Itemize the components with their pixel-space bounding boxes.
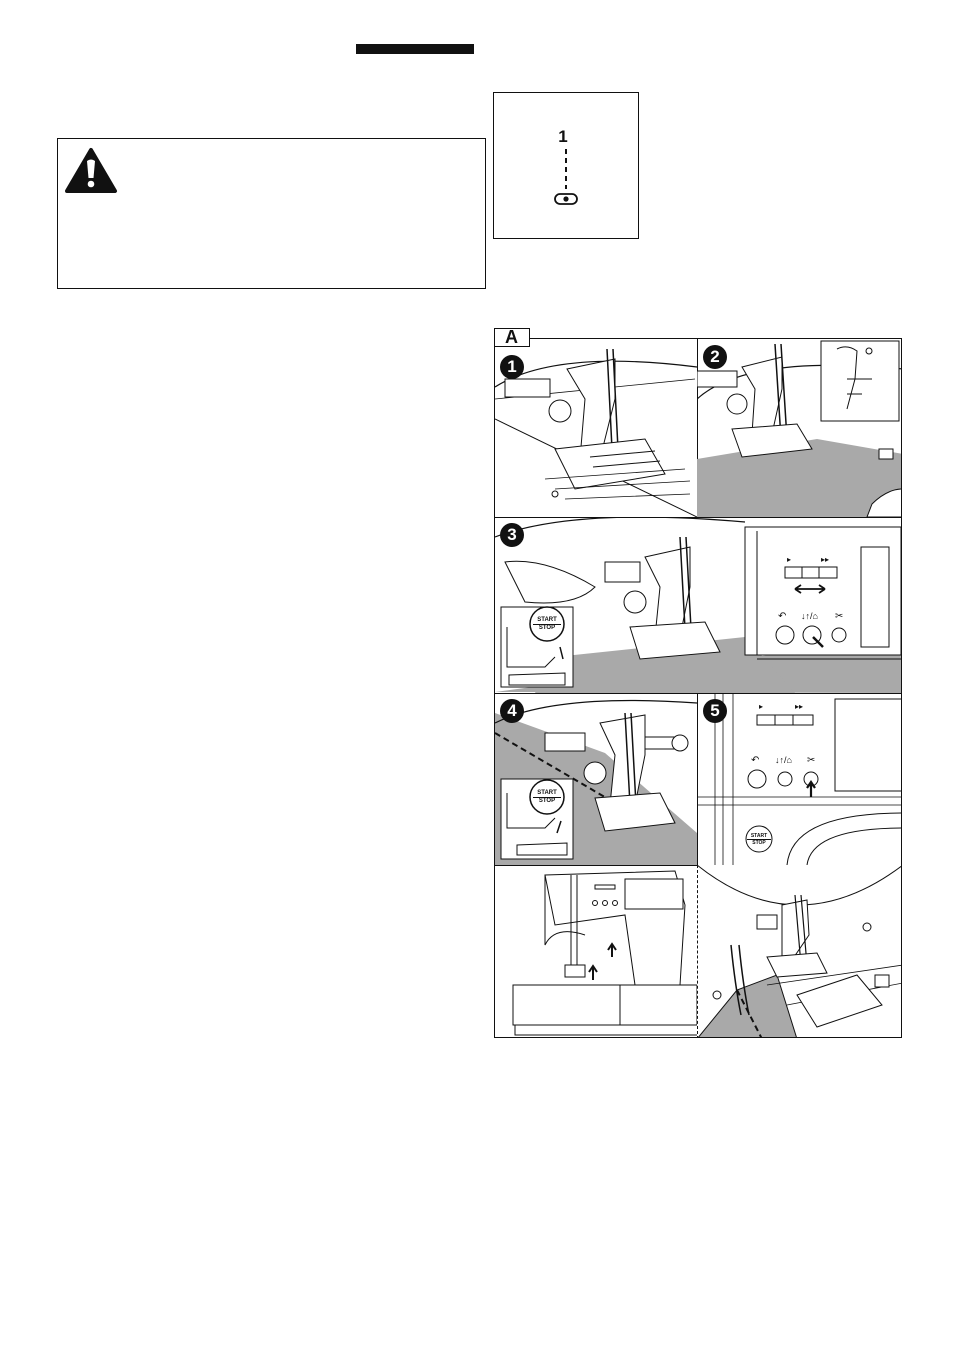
section-title-bar	[356, 44, 474, 54]
step-2-panel: 2	[697, 339, 901, 518]
speed-slow-icon: ▸	[787, 555, 792, 564]
stop-sewing-illustration	[495, 699, 697, 865]
start-label: START	[537, 790, 557, 796]
start-sewing-illustration	[495, 517, 901, 693]
step-4-panel: 4 START STOP	[495, 693, 698, 866]
start-label: START	[750, 833, 768, 839]
needle-up-down-icon: ↓↑/⌂	[801, 611, 818, 621]
presser-foot-illustration	[495, 348, 697, 517]
warning-triangle-icon	[64, 147, 118, 200]
step-3-panel: 3 START STOP ▸ ▸▸ ↶ ↓↑/⌂ ✂	[495, 517, 901, 694]
start-label: START	[537, 617, 557, 623]
speed-fast-icon: ▸▸	[795, 702, 804, 711]
speed-slow-icon: ▸	[759, 702, 764, 711]
straight-stitch-icon	[554, 149, 578, 205]
thread-cutter-icon: ✂	[807, 755, 816, 766]
raise-presser-foot-illustration	[512, 870, 697, 1036]
speed-fast-icon: ▸▸	[821, 555, 830, 564]
warning-box	[57, 138, 486, 289]
step-7-panel	[697, 865, 901, 1037]
step-2-badge: 2	[703, 345, 727, 369]
thread-cutter-illustration	[697, 693, 901, 865]
reverse-stitch-icon: ↶	[751, 755, 760, 766]
start-stop-button: START STOP	[533, 790, 561, 805]
stop-label: STOP	[533, 624, 561, 632]
step-6-panel	[495, 865, 698, 1037]
step-1-badge: 1	[500, 355, 524, 379]
stitch-number: 1	[558, 127, 568, 146]
needle-up-down-icon: ↓↑/⌂	[775, 755, 792, 765]
fabric-under-foot-illustration	[697, 340, 901, 517]
start-stop-button: START STOP	[533, 617, 561, 632]
figure-label: A	[494, 328, 530, 347]
reverse-stitch-icon: ↶	[778, 611, 787, 622]
stop-label: STOP	[533, 797, 561, 805]
thread-cutter-icon: ✂	[835, 611, 844, 622]
figure-a: 1 2	[494, 338, 902, 1038]
step-1-panel: 1	[495, 339, 698, 518]
step-3-badge: 3	[500, 523, 524, 547]
step-5-badge: 5	[703, 699, 727, 723]
start-stop-button: START STOP	[747, 833, 771, 846]
remove-fabric-illustration	[697, 865, 901, 1037]
step-5-panel: 5 ▸ ▸▸ ↶ ↓↑/⌂ ✂ START STOP	[697, 693, 901, 866]
stitch-diagram: 1	[493, 92, 639, 239]
step-4-badge: 4	[500, 699, 524, 723]
stop-label: STOP	[747, 839, 771, 846]
